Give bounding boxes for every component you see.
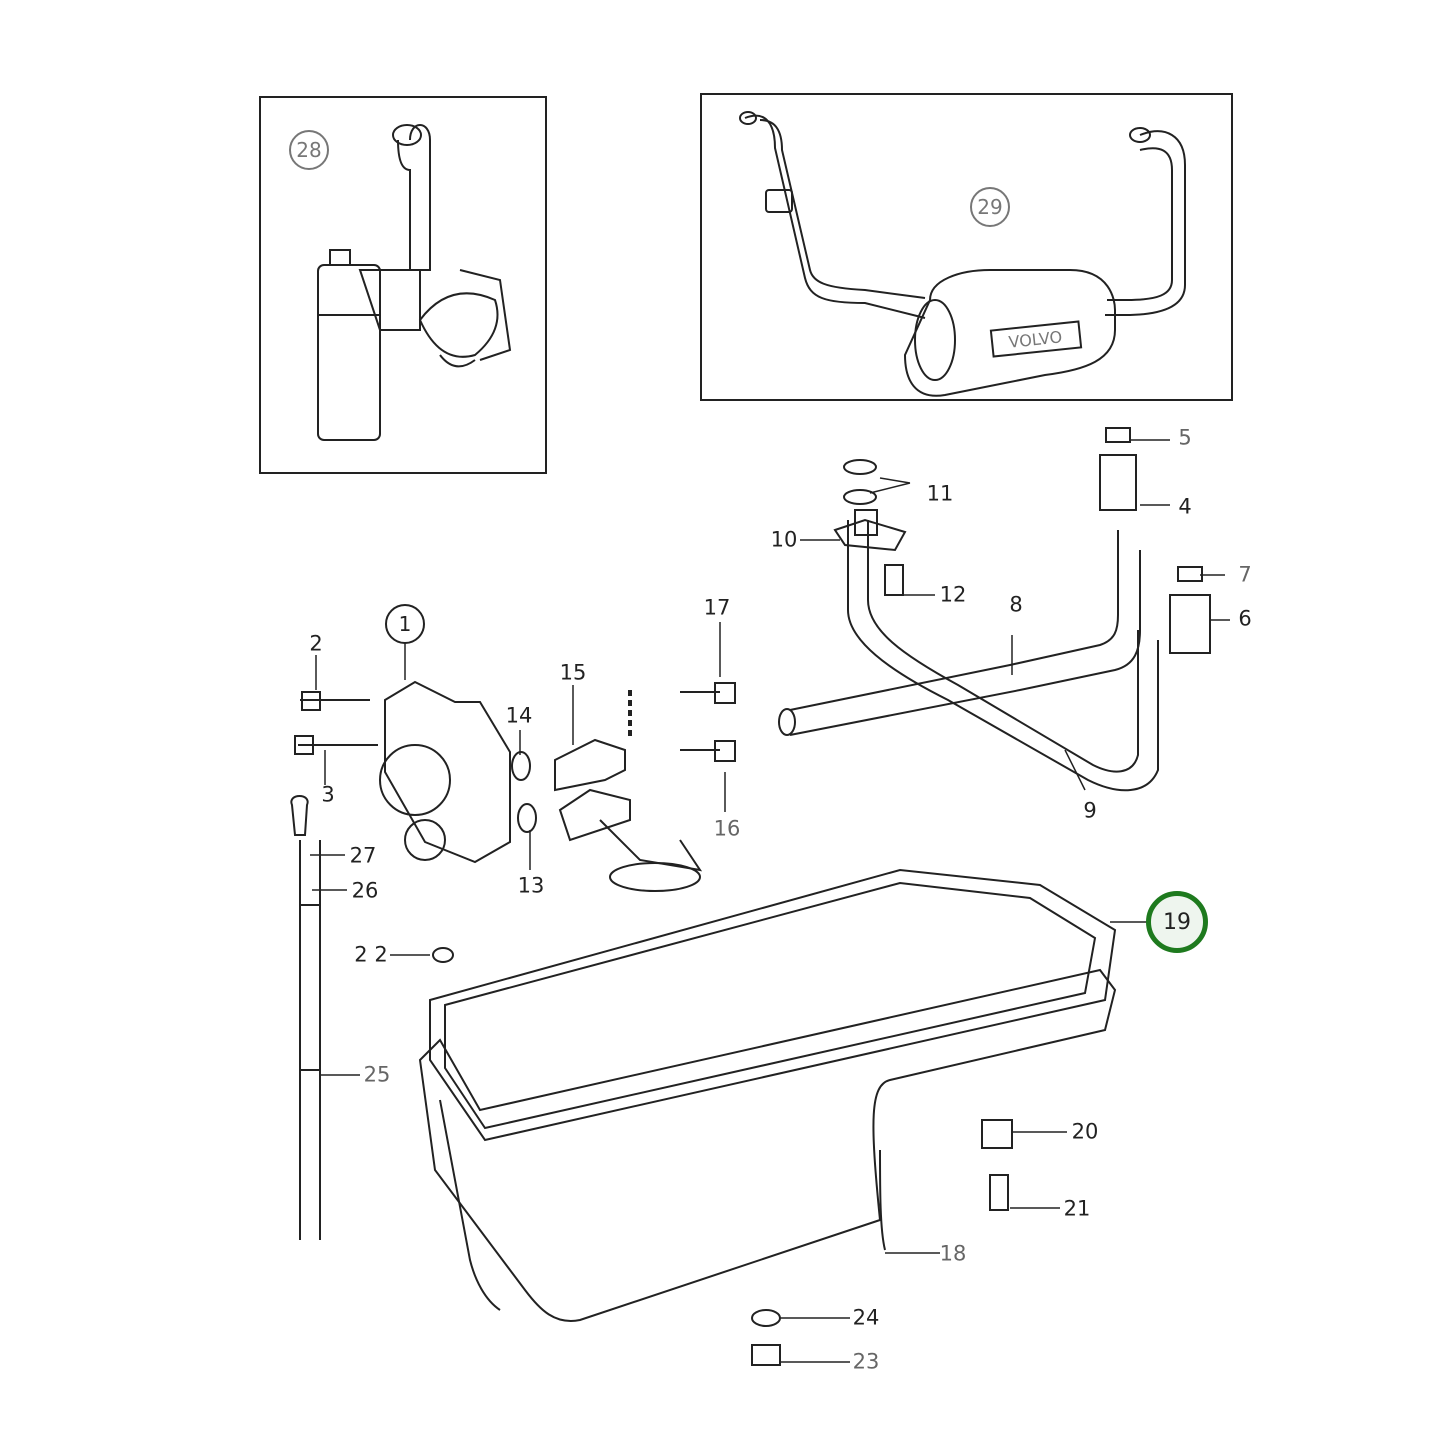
callout-29[interactable]: 29 [970, 187, 1010, 227]
callout-26[interactable]: 26 [351, 878, 379, 903]
dipstick-drawing [290, 795, 321, 1240]
callout-12[interactable]: 12 [939, 582, 967, 607]
callout-25[interactable]: 25 [363, 1062, 391, 1087]
callout-9[interactable]: 9 [1083, 798, 1097, 823]
callout-23[interactable]: 23 [852, 1349, 880, 1374]
callout-15[interactable]: 15 [559, 660, 587, 685]
oil-cooler-drawing [739, 111, 1186, 397]
callout-19-selected[interactable]: 19 [1146, 891, 1208, 953]
callout-21[interactable]: 21 [1063, 1196, 1091, 1221]
oil-pan-drawing [418, 947, 1117, 1366]
callout-4[interactable]: 4 [1178, 494, 1192, 519]
callout-27[interactable]: 27 [349, 843, 377, 868]
callout-18[interactable]: 18 [939, 1241, 967, 1266]
oil-filter-drawing [317, 124, 512, 441]
callout-11[interactable]: 11 [926, 481, 954, 506]
callout-17[interactable]: 17 [703, 595, 731, 620]
leader-lines [310, 439, 1230, 1363]
callout-16[interactable]: 16 [713, 816, 741, 841]
inset-oil-cooler [700, 93, 1233, 401]
oil-pan-gasket-drawing [429, 868, 1117, 1142]
callout-2[interactable]: 2 [309, 631, 323, 656]
callout-28[interactable]: 28 [289, 130, 329, 170]
callout-20[interactable]: 20 [1071, 1119, 1099, 1144]
callout-14[interactable]: 14 [505, 703, 533, 728]
callout-7[interactable]: 7 [1238, 562, 1252, 587]
oil-pipes-drawing [778, 427, 1211, 792]
callout-22[interactable]: 2 2 [354, 942, 388, 967]
callout-3[interactable]: 3 [321, 782, 335, 807]
oil-pump-drawing [294, 680, 736, 892]
callout-13[interactable]: 13 [517, 873, 545, 898]
callout-8[interactable]: 8 [1009, 592, 1023, 617]
callout-24[interactable]: 24 [852, 1305, 880, 1330]
callout-1[interactable]: 1 [385, 604, 425, 644]
callout-6[interactable]: 6 [1238, 606, 1252, 631]
volvo-brand-text: VOLVO [1008, 327, 1063, 352]
callout-10[interactable]: 10 [770, 527, 798, 552]
callout-5[interactable]: 5 [1178, 425, 1192, 450]
